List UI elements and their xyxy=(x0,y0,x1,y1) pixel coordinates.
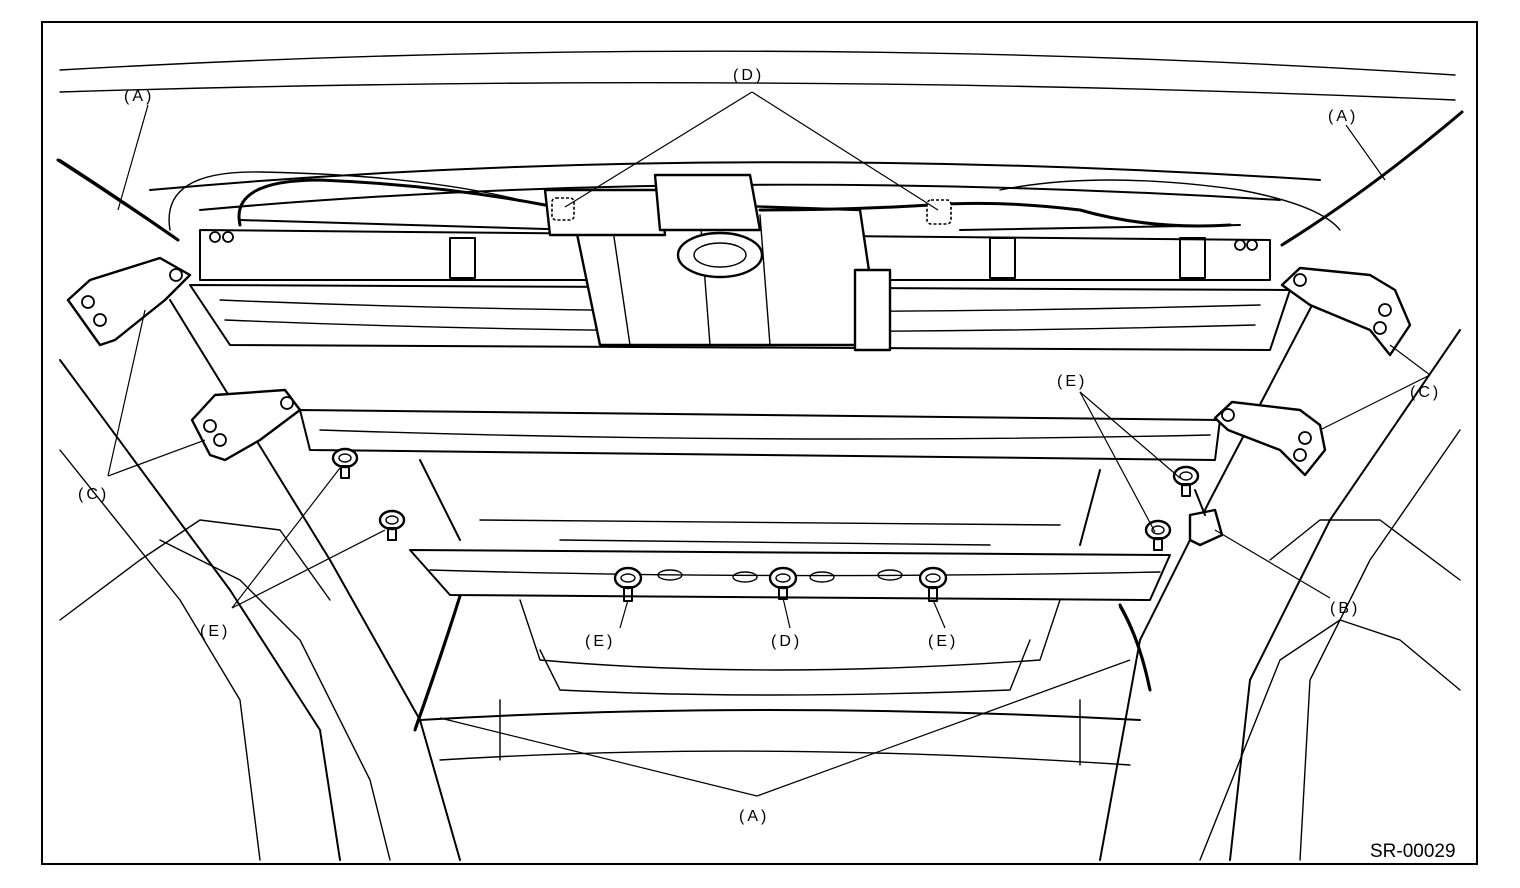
front-frame-housing xyxy=(168,171,1341,352)
bolt-e-rear-right xyxy=(918,566,948,602)
label-e-right: (E) xyxy=(1057,373,1087,390)
label-c-left: (C) xyxy=(78,486,109,503)
rear-cross-frame xyxy=(299,409,1221,601)
bolt-e-left-1 xyxy=(331,447,359,479)
fasteners xyxy=(331,197,1200,602)
figure-border xyxy=(41,21,1478,865)
label-a-top-left: (A) xyxy=(124,88,154,105)
clip-b xyxy=(1188,489,1224,547)
drain-tubes xyxy=(56,110,1464,732)
label-e-bottom-left: (E) xyxy=(585,633,615,650)
bracket-front-right xyxy=(1280,266,1412,357)
bolt-e-rear-left xyxy=(613,566,643,602)
label-b-right: (B) xyxy=(1330,600,1360,617)
label-e-left: (E) xyxy=(200,623,230,640)
bracket-rear-left xyxy=(190,388,302,462)
bolt-d-hidden-right xyxy=(926,199,952,225)
bolt-e-right-2 xyxy=(1144,519,1172,551)
label-d-top: (D) xyxy=(733,67,764,84)
bolt-d-hidden-left xyxy=(551,197,575,221)
drain-tube-rear-right xyxy=(1118,603,1152,692)
bolt-e-left-2 xyxy=(378,509,406,541)
mounting-brackets xyxy=(66,256,1412,477)
label-a-top-right: (A) xyxy=(1328,108,1358,125)
label-d-bottom: (D) xyxy=(771,633,802,650)
label-c-right: (C) xyxy=(1410,384,1441,401)
label-a-bottom: (A) xyxy=(739,808,769,825)
bracket-rear-right xyxy=(1213,400,1327,477)
callout-labels: (A) (A) (D) (C) (C) (E) (E) (B) (E) (D) … xyxy=(78,67,1456,862)
leader-lines xyxy=(107,91,1431,797)
bracket-front-left xyxy=(66,256,192,347)
bolt-e-right-1 xyxy=(1172,465,1200,497)
label-e-bottom-right: (E) xyxy=(928,633,958,650)
bolt-d-rear-center xyxy=(768,566,798,600)
figure-code: SR-00029 xyxy=(1370,841,1456,862)
